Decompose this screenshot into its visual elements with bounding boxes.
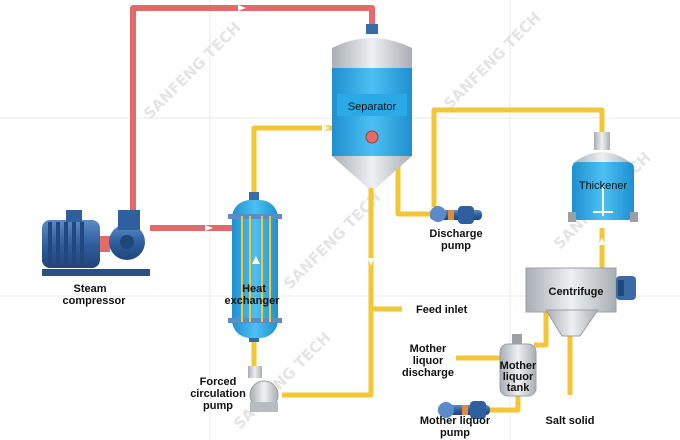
mother-liquor-pump-label-line1: Mother liquor	[420, 415, 491, 427]
salt-solid-label: Salt solid	[546, 415, 595, 427]
discharge-pump-label-line1: Discharge	[429, 228, 482, 240]
mother-liquor-discharge-label-line2: liquor	[413, 355, 444, 367]
mother-liquor-pump-label-line2: pump	[440, 427, 470, 439]
thickener-vessel	[568, 132, 638, 222]
forced-circulation-pump-label-line2: circulation	[190, 388, 246, 400]
discharge-pump	[430, 206, 482, 224]
discharge-pump-label-line2: pump	[441, 240, 471, 252]
feed-inlet-label: Feed inlet	[416, 304, 468, 316]
svg-text:SANFENG TECH: SANFENG TECH	[140, 18, 244, 122]
mother-liquor-discharge-label-line3: discharge	[402, 367, 454, 379]
separator-label: Separator	[348, 101, 397, 113]
liquid-pipes	[251, 107, 605, 413]
mother-liquor-tank-label-line1: Mother	[500, 360, 537, 372]
steam-pipes	[130, 5, 375, 231]
separator-label-box	[337, 94, 407, 116]
mother-liquor-tank	[499, 334, 537, 397]
centrifuge-label: Centrifuge	[549, 286, 604, 298]
steam-compressor	[42, 210, 150, 276]
heat-exchanger	[228, 192, 282, 342]
liquid-flow-arrows	[322, 125, 605, 266]
forced-circulation-pump-label-line3: pump	[203, 400, 233, 412]
steam-compressor-label-line2: compressor	[63, 295, 127, 307]
thickener-label: Thickener	[579, 180, 628, 192]
steam-compressor-label-line1: Steam	[73, 283, 106, 295]
svg-text:SANFENG TECH: SANFENG TECH	[230, 328, 334, 432]
steam-flow-arrows	[205, 5, 246, 231]
centrifuge	[525, 267, 636, 337]
mother-liquor-pump	[438, 401, 490, 419]
svg-text:SANFENG TECH: SANFENG TECH	[440, 8, 544, 112]
forced-circulation-pump	[248, 366, 279, 412]
mother-liquor-tank-label-line3: tank	[507, 382, 531, 394]
heat-exchanger-label-line1: Heat	[242, 283, 266, 295]
mother-liquor-tank-label-line2: liquor	[503, 371, 534, 383]
heat-exchanger-label-line2: exchanger	[224, 295, 280, 307]
forced-circulation-pump-label-line1: Forced	[200, 376, 237, 388]
mother-liquor-discharge-label-line1: Mother	[410, 343, 447, 355]
